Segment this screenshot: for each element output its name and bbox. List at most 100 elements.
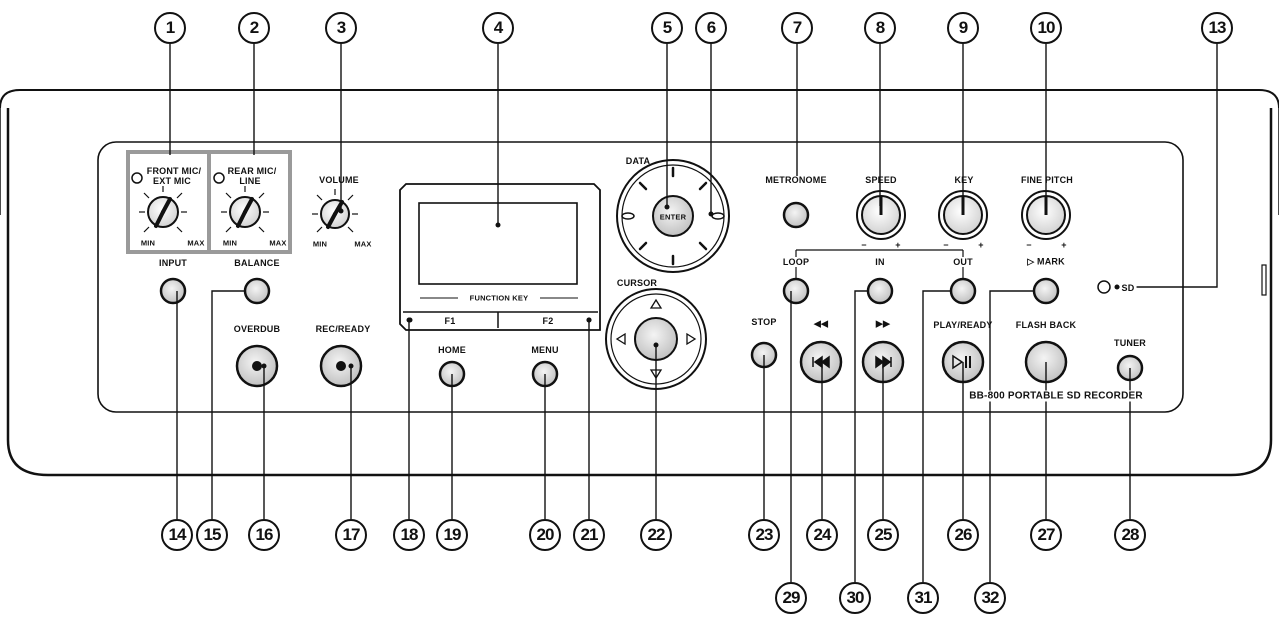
callout-32: 32 — [974, 582, 1006, 614]
cursor-label: CURSOR — [616, 278, 658, 288]
in-button — [866, 277, 894, 305]
leader-lines — [169, 44, 1218, 582]
callout-6: 6 — [695, 12, 727, 44]
data-wheel[interactable] — [616, 159, 730, 273]
home-label: HOME — [438, 345, 466, 355]
balance-button — [243, 277, 271, 305]
model-text: BB-800 PORTABLE SD RECORDER — [967, 390, 1145, 402]
input-gain-boxes — [126, 150, 292, 254]
callout-2: 2 — [238, 12, 270, 44]
f2-label[interactable]: F2 — [542, 316, 554, 326]
callout-29: 29 — [775, 582, 807, 614]
front-max-label: MAX — [187, 238, 205, 248]
volume-max-label: MAX — [354, 239, 372, 249]
callout-3: 3 — [325, 12, 357, 44]
callout-26: 26 — [947, 519, 979, 551]
callout-4: 4 — [482, 12, 514, 44]
speed-label: SPEED — [865, 175, 897, 185]
callout-27: 27 — [1030, 519, 1062, 551]
rear-mic-knob[interactable] — [221, 186, 269, 233]
play-ready-label: PLAY/READY — [933, 320, 993, 330]
callout-9: 9 — [947, 12, 979, 44]
rear-mic-led — [213, 172, 225, 184]
front-min-label: MIN — [140, 238, 156, 248]
rec-ready-label: REC/READY — [315, 324, 371, 334]
volume-min-label: MIN — [312, 239, 328, 249]
speed-plus: + — [895, 240, 901, 250]
callout-15: 15 — [196, 519, 228, 551]
rear-mic-label-1: REAR MIC/ — [227, 166, 277, 176]
callout-13: 13 — [1201, 12, 1233, 44]
fine-pitch-label: FINE PITCH — [1020, 175, 1074, 185]
callout-21: 21 — [573, 519, 605, 551]
metronome-button — [782, 201, 810, 229]
loop-label: LOOP — [780, 257, 812, 267]
pitch-plus: + — [1061, 240, 1067, 250]
sd-led — [1097, 280, 1111, 294]
key-plus: + — [978, 240, 984, 250]
loop-button — [782, 277, 810, 305]
input-button — [159, 277, 187, 305]
key-label: KEY — [954, 175, 974, 185]
flash-back-label: FLASH BACK — [1015, 320, 1077, 330]
callout-30: 30 — [839, 582, 871, 614]
mark-button — [1032, 277, 1060, 305]
callout-14: 14 — [161, 519, 193, 551]
callout-17: 17 — [335, 519, 367, 551]
f1-label[interactable]: F1 — [444, 316, 456, 326]
callout-22: 22 — [640, 519, 672, 551]
enter-label: ENTER — [659, 212, 687, 222]
speed-knob — [856, 190, 906, 240]
out-button — [949, 277, 977, 305]
mark-label: ▷ MARK — [1027, 256, 1065, 267]
callout-8: 8 — [864, 12, 896, 44]
callout-18: 18 — [393, 519, 425, 551]
callout-20: 20 — [529, 519, 561, 551]
rewind-label: ◀◀ — [813, 318, 829, 329]
callout-1: 1 — [154, 12, 186, 44]
callout-7: 7 — [781, 12, 813, 44]
front-mic-label-1: FRONT MIC/ — [146, 166, 202, 176]
callout-25: 25 — [867, 519, 899, 551]
callout-10: 10 — [1030, 12, 1062, 44]
pitch-minus: − — [1026, 240, 1032, 250]
volume-label: VOLUME — [319, 175, 359, 185]
front-mic-led — [131, 172, 143, 184]
callout-16: 16 — [248, 519, 280, 551]
rear-mic-label-2: LINE — [239, 176, 261, 186]
front-mic-label-2: EXT MIC — [153, 176, 191, 186]
front-mic-knob[interactable] — [139, 186, 187, 233]
data-label: DATA — [625, 156, 651, 166]
display-unit — [399, 183, 601, 331]
rewind-button — [799, 340, 843, 384]
rear-min-label: MIN — [222, 238, 238, 248]
sd-label: SD — [1119, 283, 1137, 293]
rec-ready-button — [319, 344, 363, 388]
in-label: IN — [873, 257, 887, 267]
callout-31: 31 — [907, 582, 939, 614]
input-label: INPUT — [159, 258, 187, 268]
callout-5: 5 — [651, 12, 683, 44]
volume-knob[interactable] — [312, 189, 358, 233]
balance-label: BALANCE — [234, 258, 280, 268]
function-key-label: FUNCTION KEY — [469, 293, 529, 303]
metronome-label: METRONOME — [765, 175, 827, 185]
rear-max-label: MAX — [269, 238, 287, 248]
menu-label: MENU — [531, 345, 559, 355]
out-label: OUT — [951, 257, 975, 267]
key-minus: − — [943, 240, 949, 250]
tuner-label: TUNER — [1114, 338, 1146, 348]
callout-28: 28 — [1114, 519, 1146, 551]
enter-button[interactable] — [652, 195, 694, 237]
speed-minus: − — [861, 240, 867, 250]
device-body — [0, 89, 1279, 477]
callout-24: 24 — [806, 519, 838, 551]
overdub-label: OVERDUB — [233, 324, 281, 334]
callout-23: 23 — [748, 519, 780, 551]
leader-dots — [261, 204, 1120, 369]
callout-19: 19 — [436, 519, 468, 551]
stop-label: STOP — [751, 317, 777, 327]
overdub-button — [235, 344, 279, 388]
